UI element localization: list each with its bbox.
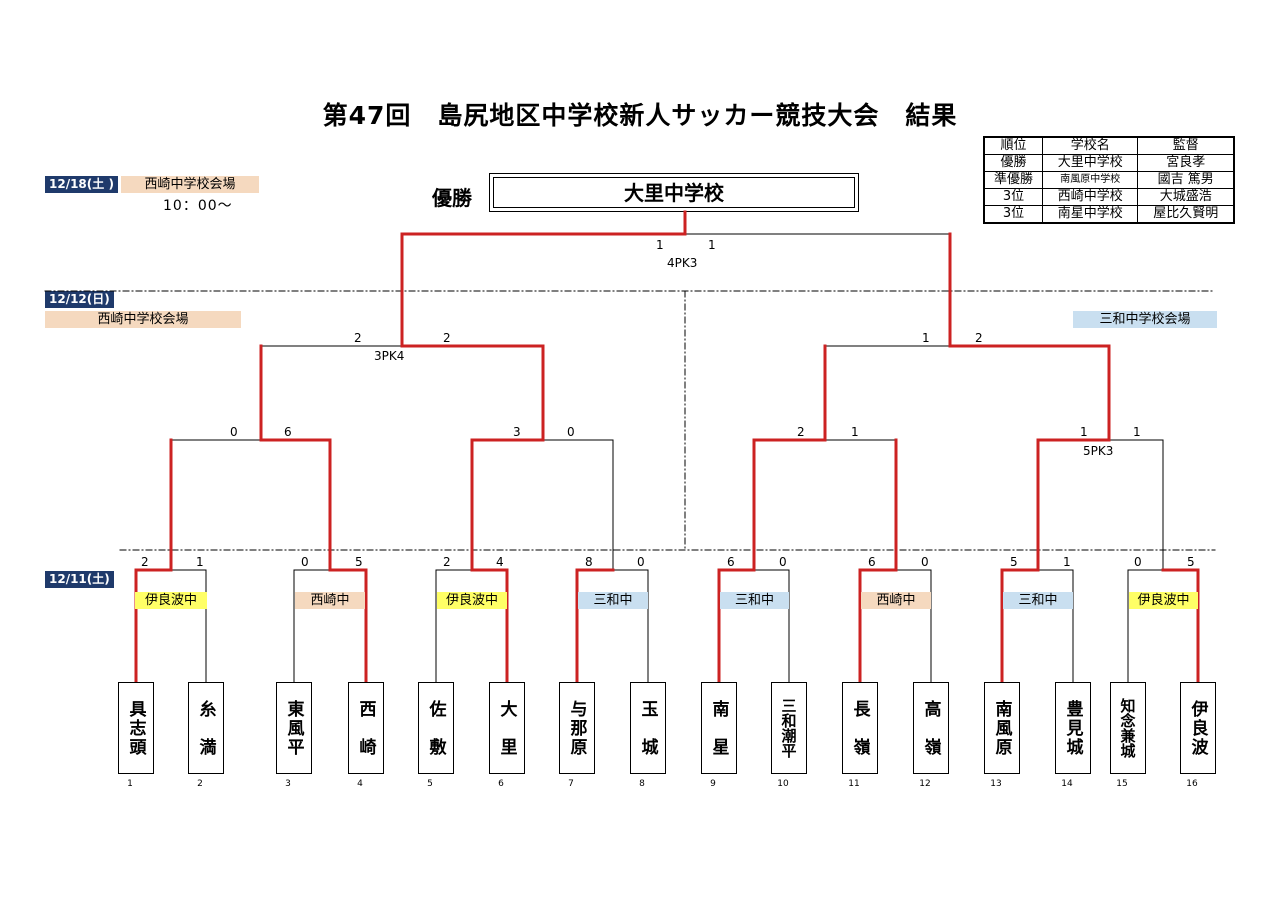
score: 2	[975, 331, 983, 345]
team-box: 知念兼城	[1110, 682, 1146, 774]
results-table: 順位 学校名 監督 優勝 大里中学校 宮良孝 準優勝 南風原中学校 國吉 篤男 …	[983, 136, 1235, 224]
day2-date-badge: 12/12(日)	[45, 291, 114, 308]
seed-number: 5	[427, 779, 433, 789]
header-rank: 順位	[983, 136, 1044, 155]
team-box: 三和潮平	[771, 682, 807, 774]
score: 1	[1133, 425, 1141, 439]
pk-result: 5PK3	[1083, 444, 1114, 458]
team-box: 豊見城	[1055, 682, 1091, 774]
score: 6	[284, 425, 292, 439]
rank-cell: 3位	[983, 188, 1044, 206]
team-box: 南 星	[701, 682, 737, 774]
score: 0	[637, 555, 645, 569]
winner-team: 大里中学校	[493, 177, 855, 208]
team-box: 玉 城	[630, 682, 666, 774]
score: 6	[868, 555, 876, 569]
team-box: 高 嶺	[913, 682, 949, 774]
seed-number: 16	[1186, 779, 1198, 789]
seed-number: 9	[710, 779, 716, 789]
score: 0	[301, 555, 309, 569]
results-row: 3位 西崎中学校 大城盛浩	[983, 188, 1235, 206]
score: 3	[513, 425, 521, 439]
final-time: 10：00～	[163, 198, 233, 214]
r1-venue: 伊良波中	[1129, 592, 1198, 609]
r1-venue: 西崎中	[295, 592, 365, 609]
score: 1	[1063, 555, 1071, 569]
seed-number: 3	[285, 779, 291, 789]
score: 0	[567, 425, 575, 439]
team-box: 与那原	[559, 682, 595, 774]
seed-number: 4	[357, 779, 363, 789]
score: 0	[230, 425, 238, 439]
score: 2	[141, 555, 149, 569]
winner-box: 大里中学校	[489, 173, 859, 212]
score: 5	[1187, 555, 1195, 569]
seed-number: 15	[1116, 779, 1128, 789]
score: 0	[921, 555, 929, 569]
team-box: 東風平	[276, 682, 312, 774]
seed-number: 6	[498, 779, 504, 789]
seed-number: 8	[639, 779, 645, 789]
seed-number: 2	[197, 779, 203, 789]
team-box: 伊良波	[1180, 682, 1216, 774]
final-venue: 西崎中学校会場	[121, 176, 259, 193]
day2-venue-left: 西崎中学校会場	[45, 311, 241, 328]
final-date-badge: 12/18(土 )	[45, 176, 118, 193]
score: 4	[496, 555, 504, 569]
score: 5	[355, 555, 363, 569]
rank-cell: 3位	[983, 205, 1044, 224]
score: 5	[1010, 555, 1018, 569]
school-cell: 南星中学校	[1042, 205, 1139, 224]
score: 0	[779, 555, 787, 569]
score: 0	[1134, 555, 1142, 569]
score: 2	[354, 331, 362, 345]
team-box: 大 里	[489, 682, 525, 774]
team-box: 西 崎	[348, 682, 384, 774]
seed-number: 13	[990, 779, 1002, 789]
score: 1	[656, 238, 664, 252]
seed-number: 14	[1061, 779, 1073, 789]
score: 1	[922, 331, 930, 345]
score: 2	[443, 555, 451, 569]
r1-venue: 三和中	[1003, 592, 1073, 609]
r1-venue: 三和中	[578, 592, 648, 609]
score: 1	[851, 425, 859, 439]
seed-number: 1	[127, 779, 133, 789]
score: 1	[196, 555, 204, 569]
r1-venue: 伊良波中	[135, 592, 207, 609]
results-row: 優勝 大里中学校 宮良孝	[983, 154, 1235, 172]
results-row: 3位 南星中学校 屋比久賢明	[983, 205, 1235, 224]
score: 8	[585, 555, 593, 569]
seed-number: 12	[919, 779, 931, 789]
team-box: 長 嶺	[842, 682, 878, 774]
winner-label: 優勝	[432, 186, 472, 210]
coach-cell: 國吉 篤男	[1137, 171, 1235, 189]
r1-venue: 西崎中	[861, 592, 931, 609]
score: 6	[727, 555, 735, 569]
team-box: 具志頭	[118, 682, 154, 774]
day1-date-badge: 12/11(土)	[45, 571, 114, 588]
score: 2	[797, 425, 805, 439]
pk-result: 3PK4	[374, 349, 405, 363]
score: 2	[443, 331, 451, 345]
coach-cell: 大城盛浩	[1137, 188, 1235, 206]
coach-cell: 屋比久賢明	[1137, 205, 1235, 224]
seed-number: 11	[848, 779, 860, 789]
score: 1	[708, 238, 716, 252]
team-box: 南風原	[984, 682, 1020, 774]
seed-number: 10	[777, 779, 789, 789]
r1-venue: 三和中	[720, 592, 789, 609]
page-title: 第47回 島尻地区中学校新人サッカー競技大会 結果	[322, 101, 958, 130]
day2-venue-right: 三和中学校会場	[1073, 311, 1217, 328]
pk-result: 4PK3	[667, 256, 698, 270]
team-box: 佐 敷	[418, 682, 454, 774]
school-cell: 西崎中学校	[1042, 188, 1139, 206]
seed-number: 7	[568, 779, 574, 789]
r1-venue: 伊良波中	[437, 592, 507, 609]
score: 1	[1080, 425, 1088, 439]
team-box: 糸 満	[188, 682, 224, 774]
